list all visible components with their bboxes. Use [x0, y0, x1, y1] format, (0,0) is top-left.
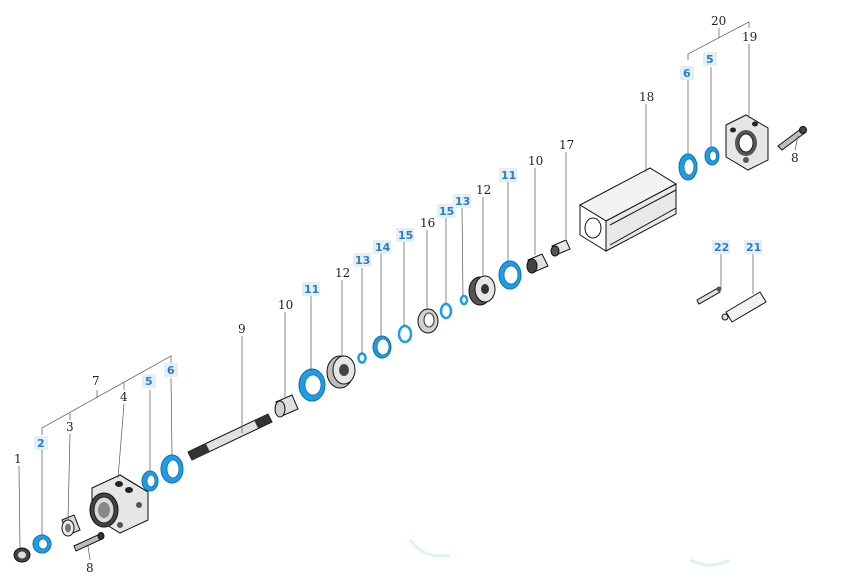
label-8a: 8	[86, 561, 94, 575]
svg-text:21: 21	[746, 241, 761, 254]
label-9: 9	[238, 322, 246, 336]
label-5a: 5	[142, 374, 156, 388]
part-11-seal-left	[298, 368, 326, 402]
part-10-bushing-left	[274, 394, 299, 418]
label-18: 18	[639, 90, 654, 104]
svg-text:10: 10	[528, 154, 543, 168]
svg-text:15: 15	[439, 205, 454, 218]
label-14: 14	[373, 240, 391, 254]
part-13-ring-right	[459, 294, 469, 306]
label-21: 21	[744, 240, 762, 254]
svg-text:1: 1	[14, 452, 22, 466]
part-15-ring-left	[397, 324, 413, 344]
svg-text:22: 22	[714, 241, 729, 254]
part-14-seal	[372, 335, 392, 359]
svg-text:5: 5	[706, 53, 714, 66]
part-12-piston-right	[468, 275, 496, 306]
label-5b: 5	[703, 52, 717, 66]
label-12b: 12	[476, 183, 491, 197]
svg-text:12: 12	[335, 266, 350, 280]
part-6-seal-left	[160, 454, 184, 484]
label-17: 17	[559, 138, 574, 152]
svg-text:4: 4	[120, 390, 128, 404]
svg-text:11: 11	[304, 283, 319, 296]
label-6a: 6	[164, 363, 178, 377]
svg-text:16: 16	[420, 216, 435, 230]
svg-text:8: 8	[791, 151, 799, 165]
label-6b: 6	[680, 66, 694, 80]
leader-lines	[18, 21, 799, 561]
label-1: 1	[14, 452, 22, 466]
part-13-ring-left	[357, 352, 367, 364]
svg-text:9: 9	[238, 322, 246, 336]
svg-text:12: 12	[476, 183, 491, 197]
part-21-tube	[721, 291, 767, 323]
label-10b: 10	[528, 154, 543, 168]
part-16-magnet	[417, 308, 439, 334]
part-12-piston-left	[326, 355, 356, 389]
svg-text:13: 13	[355, 254, 370, 267]
label-16: 16	[420, 216, 435, 230]
svg-text:6: 6	[683, 67, 691, 80]
svg-text:20: 20	[711, 14, 726, 28]
svg-text:10: 10	[278, 298, 293, 312]
part-22-fitting	[696, 286, 722, 305]
label-22: 22	[712, 240, 730, 254]
label-8b: 8	[791, 151, 799, 165]
part-6-seal-right	[678, 153, 698, 181]
label-4: 4	[120, 390, 128, 404]
part-9-piston-rod	[187, 413, 273, 461]
svg-text:11: 11	[501, 169, 516, 182]
label-10a: 10	[278, 298, 293, 312]
label-15a: 15	[396, 228, 414, 242]
part-8-screw-right	[777, 126, 807, 151]
svg-text:7: 7	[92, 374, 100, 388]
svg-text:14: 14	[375, 241, 391, 254]
part-1-nut	[13, 547, 31, 563]
label-13a: 13	[353, 253, 371, 267]
part-11-seal-right	[498, 260, 522, 290]
labels: 1 2 3 4 5 6 7 8 9 10 11 12 13 14 15 16 1…	[14, 14, 799, 575]
label-7: 7	[92, 374, 100, 388]
part-5-seal-left	[141, 470, 159, 492]
svg-text:6: 6	[167, 364, 175, 377]
label-2: 2	[34, 436, 48, 450]
part-19-rear-cover	[725, 114, 769, 171]
watermark-swoosh	[408, 539, 731, 567]
part-4-front-cover	[89, 474, 149, 534]
svg-text:15: 15	[398, 229, 413, 242]
label-11b: 11	[499, 168, 517, 182]
svg-text:5: 5	[145, 375, 153, 388]
label-19: 19	[742, 30, 757, 44]
part-3-bushing	[61, 514, 81, 537]
part-17-nut	[550, 239, 571, 257]
label-12a: 12	[335, 266, 350, 280]
label-3: 3	[66, 420, 74, 434]
svg-text:18: 18	[639, 90, 654, 104]
part-2-seal	[32, 534, 52, 554]
label-20: 20	[711, 14, 726, 28]
svg-text:8: 8	[86, 561, 94, 575]
svg-text:3: 3	[66, 420, 74, 434]
label-15b: 15	[437, 204, 455, 218]
part-18-barrel	[578, 167, 678, 252]
label-13b: 13	[453, 194, 471, 208]
svg-text:13: 13	[455, 195, 470, 208]
part-5-seal-right	[704, 146, 720, 166]
part-8-screw-left	[73, 532, 105, 552]
svg-text:19: 19	[742, 30, 757, 44]
label-11a: 11	[302, 282, 320, 296]
part-15-ring-right	[439, 302, 453, 320]
part-10-bushing-right	[526, 253, 549, 274]
svg-text:2: 2	[37, 437, 45, 450]
svg-text:17: 17	[559, 138, 574, 152]
